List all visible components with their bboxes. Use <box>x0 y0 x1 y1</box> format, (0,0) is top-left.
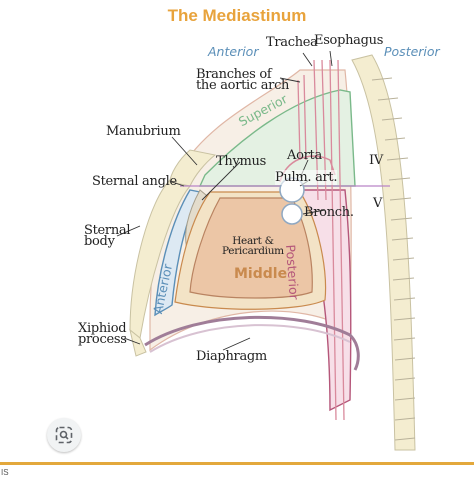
spine-ribs <box>351 54 416 451</box>
sternal-body-label: Sternal body <box>84 223 131 249</box>
anterior-direction-label: Anterior <box>208 44 259 59</box>
superior-mediastinum <box>198 89 356 187</box>
vertebra-v-label: V <box>373 196 383 211</box>
branches-label-line1: Branches of <box>196 67 272 82</box>
xiphoid-line1: Xiphiod <box>78 321 127 336</box>
thymus-label: Thymus <box>216 154 266 169</box>
accent-bar <box>0 462 474 465</box>
sternal-body-line2: body <box>84 234 115 249</box>
middle-region-label: Middle <box>234 266 288 282</box>
diagram-title: The Mediastinum <box>167 6 307 25</box>
image-search-icon <box>55 426 73 444</box>
posterior-direction-label: Posterior <box>384 44 440 59</box>
sternal-angle-label: Sternal angle <box>92 174 177 189</box>
manubrium-label: Manubrium <box>106 124 181 139</box>
bronch-circle <box>281 203 303 225</box>
diaphragm-under <box>149 324 351 353</box>
heart-label: Heart & Pericardium <box>222 235 284 257</box>
pulm-art-label: Pulm. art. <box>275 170 338 185</box>
heart-label-line1: Heart & <box>232 235 274 247</box>
diaphragm-shape <box>144 315 360 371</box>
xiphoid-label: Xiphiod process <box>78 321 127 347</box>
heart-label-line2: Pericardium <box>222 245 284 257</box>
branches-label-line2: the aortic arch <box>196 78 290 93</box>
heart-pericardium-shape <box>189 197 313 299</box>
sternal-body-line1: Sternal <box>84 223 131 238</box>
branches-label: Branches of the aortic arch <box>196 67 290 93</box>
vertebra-iv-label: IV <box>369 153 383 168</box>
diaphragm-label: Diaphragm <box>196 349 267 364</box>
trachea-label: Trachea <box>266 35 318 50</box>
corner-text: IS <box>1 468 9 477</box>
bronch-label: Bronch. <box>304 205 354 220</box>
image-search-button[interactable] <box>47 418 81 452</box>
esophagus-label: Esophagus <box>314 33 384 48</box>
aorta-label: Aorta <box>287 148 322 163</box>
xiphoid-line2: process <box>78 332 127 347</box>
